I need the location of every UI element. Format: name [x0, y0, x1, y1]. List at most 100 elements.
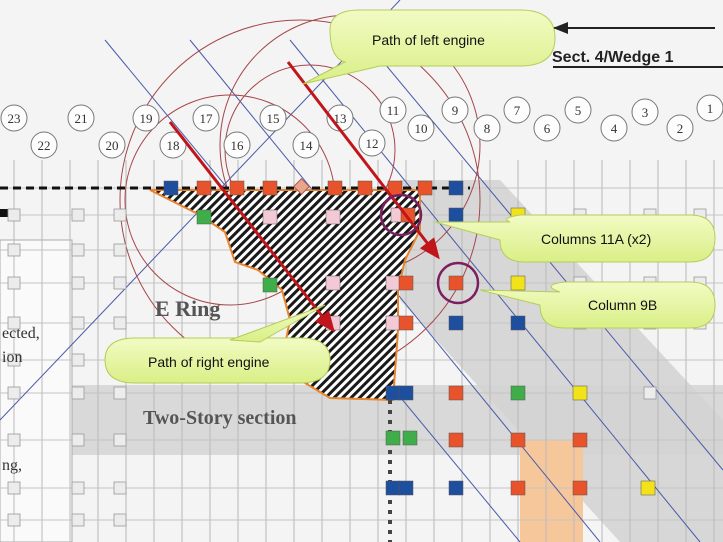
column-marker-empty [113, 481, 127, 495]
column-number-circle [564, 96, 592, 124]
column-marker-empty [71, 276, 85, 290]
column-marker-empty [71, 433, 85, 447]
two-story-label: Two-Story section [143, 407, 297, 429]
column-number-label: 2 [677, 121, 684, 136]
column-number-label: 23 [8, 111, 21, 126]
column-marker-red [448, 275, 464, 291]
column-marker-empty [7, 513, 21, 527]
column-marker-empty [71, 386, 85, 400]
column-marker-red [357, 180, 373, 196]
engine-paths [168, 61, 440, 333]
column-number-label: 15 [267, 111, 280, 126]
column-marker-blue [448, 480, 464, 496]
column-marker-blue [398, 385, 414, 401]
left-cut-text-3: ng, [2, 457, 22, 474]
column-number-circle [223, 131, 251, 159]
column-marker-red [510, 480, 526, 496]
column-number-label: 16 [231, 138, 245, 153]
column-number-label: 6 [544, 121, 551, 136]
callout-column-9b-text: Column 9B [588, 297, 657, 313]
callout-columns-11a: Columns 11A (x2) [434, 214, 716, 263]
callout-right-engine: Path of right engine [104, 304, 331, 384]
column-marker-empty [71, 513, 85, 527]
column-marker-empty [7, 386, 21, 400]
column-marker-red [417, 180, 433, 196]
column-number-label: 21 [75, 111, 88, 126]
column-marker-green [262, 277, 278, 293]
column-marker-empty [71, 481, 85, 495]
column-number-label: 18 [167, 138, 180, 153]
column-marker-empty [7, 316, 21, 330]
column-number-label: 13 [334, 111, 347, 126]
left-cut-text-2: ion [2, 349, 22, 366]
column-marker-green [510, 385, 526, 401]
column-marker-yellow [640, 480, 656, 496]
column-marker-blue [385, 385, 401, 401]
callout-right-engine-text: Path of right engine [148, 354, 270, 370]
column-number-label: 14 [300, 138, 314, 153]
column-number-label: 5 [575, 103, 582, 118]
column-number-circle [600, 114, 628, 142]
column-number-label: 12 [366, 136, 379, 151]
column-marker-pink [385, 275, 401, 291]
column-number-circle [30, 131, 58, 159]
right-engine-path [168, 121, 335, 333]
column-marker-empty [113, 433, 127, 447]
column-number-circle [292, 131, 320, 159]
column-marker-pink [385, 315, 401, 331]
column-marker-yellow [572, 385, 588, 401]
column-marker-red [448, 385, 464, 401]
column-marker-green [196, 209, 212, 225]
column-marker-pink [325, 209, 341, 225]
column-number-circle [503, 96, 531, 124]
column-number-label: 22 [38, 138, 51, 153]
column-number-label: 4 [611, 121, 618, 136]
column-number-circle [696, 94, 723, 122]
column-marker-blue [163, 180, 179, 196]
column-marker-empty [7, 353, 21, 367]
column-marker-empty [113, 243, 127, 257]
column-marker-empty [113, 513, 127, 527]
column-number-circle [192, 104, 220, 132]
column-number-circle [533, 114, 561, 142]
column-marker-empty [7, 276, 21, 290]
column-number-label: 17 [200, 111, 214, 126]
column-number-circle [631, 98, 659, 126]
column-marker-empty [71, 353, 85, 367]
left-cut-text-1: ected, [2, 325, 40, 342]
column-marker-red [229, 180, 245, 196]
column-number-label: 1 [707, 101, 714, 116]
column-number-circle [407, 114, 435, 142]
column-marker-empty [643, 386, 657, 400]
column-number-circle [259, 104, 287, 132]
column-number-label: 7 [514, 103, 521, 118]
column-marker-blue [448, 180, 464, 196]
highlight-11a [379, 193, 423, 237]
column-marker-blue [510, 315, 526, 331]
ring-label: E Ring [155, 296, 220, 321]
column-marker-yellow [510, 275, 526, 291]
column-marker-red [572, 480, 588, 496]
column-marker-blue [448, 315, 464, 331]
column-number-circle [473, 114, 501, 142]
callout-left-engine-text: Path of left engine [372, 32, 485, 48]
column-number-circle [441, 96, 469, 124]
column-number-label: 3 [642, 105, 649, 120]
column-marker-pink [262, 209, 278, 225]
column-marker-blue [398, 480, 414, 496]
column-marker-red [196, 180, 212, 196]
column-marker-red [327, 180, 343, 196]
column-number-label: 9 [452, 103, 459, 118]
column-number-circle [159, 131, 187, 159]
column-marker-red [448, 432, 464, 448]
column-marker-red [398, 315, 414, 331]
impact-point-marker [293, 178, 310, 195]
column-marker-red [398, 275, 414, 291]
column-marker-empty [7, 243, 21, 257]
column-number-circle [67, 104, 95, 132]
column-marker-empty [71, 243, 85, 257]
column-marker-empty [113, 316, 127, 330]
column-marker-green [402, 430, 418, 446]
column-number-circle [132, 104, 160, 132]
